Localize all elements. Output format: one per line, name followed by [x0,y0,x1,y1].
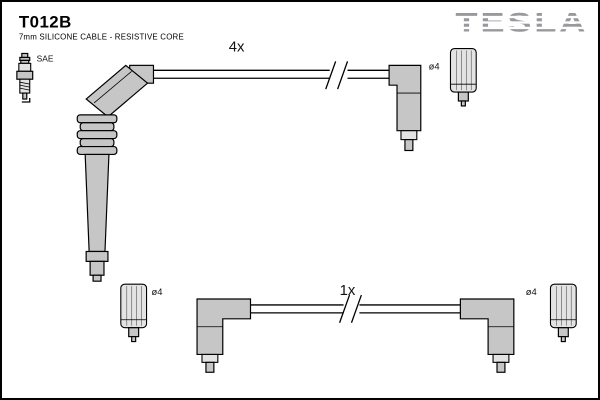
dia-label-1x-left: ø4 [152,286,163,297]
cable-line-4x [153,61,390,90]
terminal-sleeve-icon-bottom-right [549,283,577,343]
quantity-1x-label: 1x [340,283,356,299]
elbow-boot-icon-1x-right [459,298,515,373]
part-number: T012B [19,13,72,32]
terminal-collar [400,130,418,141]
brand-logo: TESLA [453,8,593,38]
cable-break-icon [338,294,362,323]
terminal-collar [201,353,219,363]
brand-logo-stripes [453,15,593,30]
terminal-collar [492,353,510,363]
sleeve-shading [556,286,572,326]
sleeve-shading [456,50,472,91]
terminal-pin [496,361,506,373]
angled-boot-icon [76,64,155,282]
elbow-boot-icon-1x-left [196,298,252,373]
cable-4x-assembly: 4x [76,39,477,282]
terminal-sleeve-icon-top [449,47,477,107]
terminal-pin [404,139,414,152]
terminal-sleeve-icon-bottom-left [120,283,148,343]
cable-1x-assembly: ø4 1x ø4 [120,283,577,373]
cable-line-1x [250,294,461,323]
sae-label: SAE [37,53,54,63]
spark-plug-thread-hatch [19,81,30,91]
header: T012B 7mm SILICONE CABLE - RESISTIVE COR… [19,8,593,42]
dia-label-4x: ø4 [429,60,440,71]
boot-bellows [76,114,118,156]
elbow-boot-icon-4x [388,64,422,152]
subtitle: 7mm SILICONE CABLE - RESISTIVE CORE [19,33,184,42]
terminal-pin [205,361,215,373]
dia-label-1x-right: ø4 [526,286,537,297]
spark-plug-icon [16,52,34,103]
quantity-4x-label: 4x [229,39,245,55]
sleeve-shading [126,286,142,326]
boot-shaft [84,153,110,253]
cable-break-icon [325,61,349,90]
